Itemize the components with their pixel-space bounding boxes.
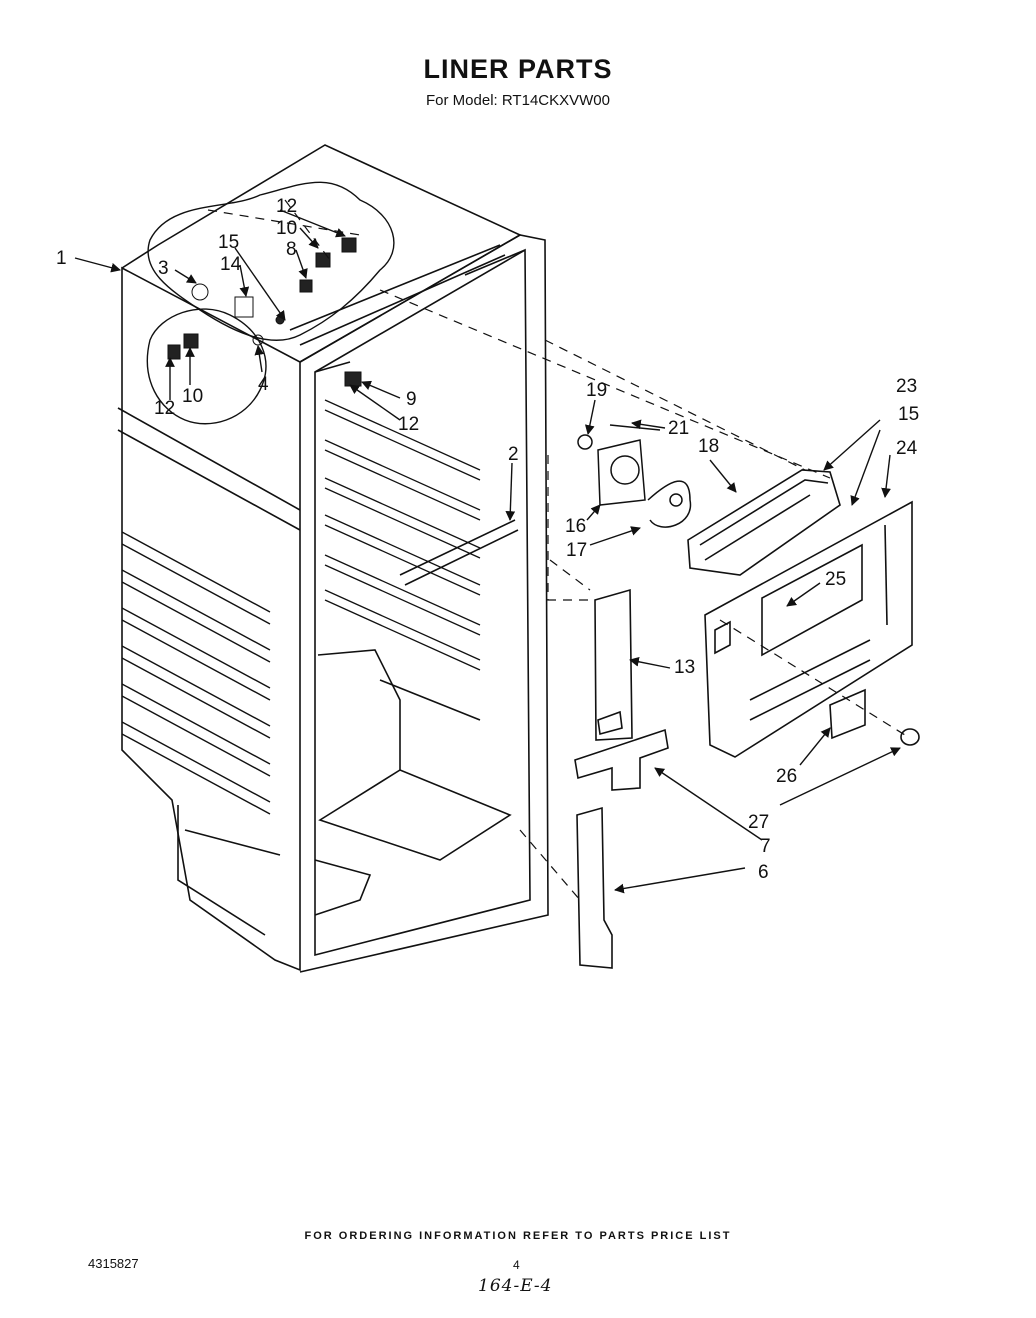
document-number: 4315827 (88, 1256, 139, 1271)
callout-16: 16 (565, 516, 586, 537)
callout-labels: 1 2 3 4 6 7 8 9 10 10 12 12 12 13 14 15 … (56, 196, 919, 883)
part-13-baffle (594, 588, 633, 741)
callout-19: 19 (586, 380, 607, 401)
callout-13: 13 (674, 657, 695, 678)
callout-9: 9 (406, 389, 417, 410)
callout-17: 17 (566, 540, 587, 561)
callout-21: 21 (668, 418, 689, 439)
callout-1: 1 (56, 248, 67, 269)
callout-14: 14 (220, 254, 242, 275)
part-24-panel (704, 500, 913, 758)
model-subtitle: For Model: RT14CKXVW00 (426, 92, 610, 109)
callout-10-left: 10 (182, 386, 203, 407)
callout-12-mid: 12 (398, 414, 419, 435)
cutaway-left (146, 308, 267, 425)
callout-6: 6 (758, 862, 769, 883)
callout-12-top: 12 (276, 196, 297, 217)
part-27-plug (900, 728, 920, 746)
callout-7: 7 (760, 836, 771, 857)
part-26-plate (829, 688, 866, 740)
side-wall-slots (121, 531, 271, 815)
callout-15-right: 15 (898, 404, 919, 425)
handwritten-note: 164-E-4 (478, 1276, 553, 1296)
page-number: 4 (513, 1258, 520, 1272)
callout-15-top: 15 (218, 232, 239, 253)
shelf-rails (324, 399, 481, 671)
callout-10-top: 10 (276, 218, 297, 239)
callout-3: 3 (158, 258, 169, 279)
part-6-duct (576, 806, 613, 969)
callout-24: 24 (896, 438, 918, 459)
callout-27: 27 (748, 812, 769, 833)
part-23-grille (687, 469, 841, 576)
liner-cabinet (117, 144, 549, 973)
part-2-bar (399, 519, 519, 586)
callout-26: 26 (776, 766, 797, 787)
hardware-parts (167, 237, 362, 387)
leader-arrows (74, 209, 901, 894)
callout-8: 8 (286, 239, 297, 260)
callout-23: 23 (896, 376, 917, 397)
ordering-note: FOR ORDERING INFORMATION REFER TO PARTS … (304, 1230, 732, 1242)
part-7-bracket (574, 728, 669, 791)
explosion-lines (207, 199, 906, 901)
page-title: LINER PARTS (423, 54, 613, 84)
callout-4: 4 (258, 374, 269, 395)
callout-18: 18 (698, 436, 719, 457)
callout-12-left: 12 (154, 398, 175, 419)
cutaway-top (147, 181, 395, 341)
callout-25: 25 (825, 569, 846, 590)
callout-2: 2 (508, 444, 519, 465)
